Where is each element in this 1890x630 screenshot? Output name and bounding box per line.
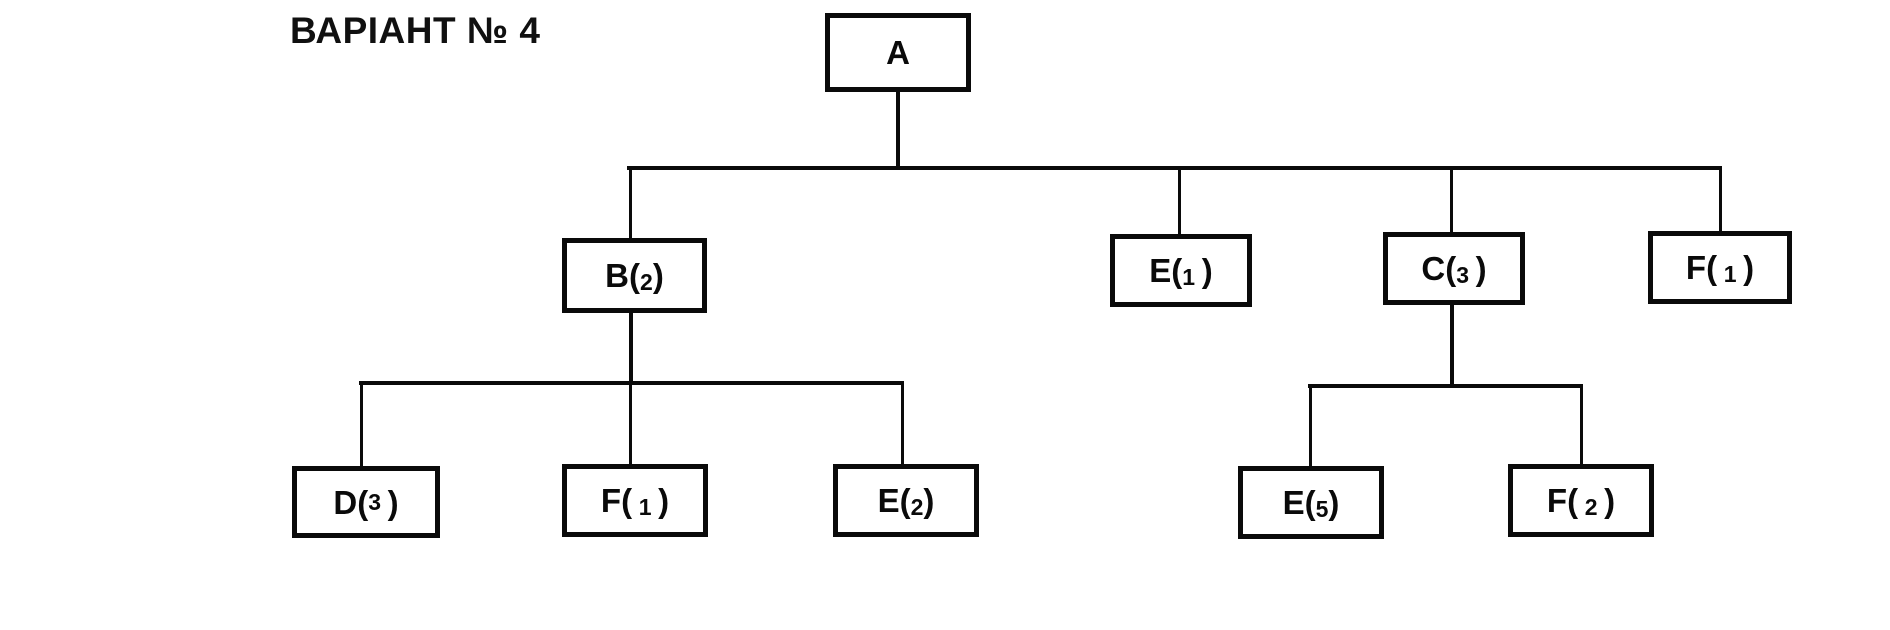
node-f1-bottom-label: F( 1 ) <box>600 482 670 520</box>
node-d3[interactable]: D(3 ) <box>292 466 440 538</box>
node-c3-label: C(3 ) <box>1421 250 1487 288</box>
page-title: ВАРІАНТ № 4 <box>290 10 541 51</box>
node-b2-label: B(2) <box>605 257 664 295</box>
node-a[interactable]: A <box>825 13 971 92</box>
connector-drop-f1r <box>1719 166 1722 233</box>
connector-c3-stem <box>1450 305 1454 388</box>
connector-drop-f2 <box>1580 384 1583 465</box>
connector-drop-d3 <box>360 381 363 467</box>
connector-drop-e1 <box>1178 166 1181 236</box>
node-f1-bottom[interactable]: F( 1 ) <box>562 464 708 537</box>
connector-b2-stem <box>629 313 633 385</box>
connector-drop-e5 <box>1309 384 1312 467</box>
node-f1-right-label: F( 1 ) <box>1685 249 1755 287</box>
node-e1[interactable]: E(1 ) <box>1110 234 1252 307</box>
node-e5-label: E(5) <box>1282 484 1340 522</box>
connector-bus-level1 <box>627 166 1722 170</box>
connector-drop-b2 <box>629 166 632 240</box>
connector-drop-f1b <box>629 381 632 465</box>
connector-a-stem <box>896 92 900 170</box>
node-f1-right[interactable]: F( 1 ) <box>1648 231 1792 304</box>
node-e2[interactable]: E(2) <box>833 464 979 537</box>
node-e2-label: E(2) <box>877 482 935 520</box>
node-e1-label: E(1 ) <box>1149 252 1213 290</box>
node-b2[interactable]: B(2) <box>562 238 707 313</box>
connector-drop-c3 <box>1450 166 1453 234</box>
connector-bus-c3-children <box>1308 384 1583 388</box>
node-f2-label: F( 2 ) <box>1546 482 1616 520</box>
node-f2[interactable]: F( 2 ) <box>1508 464 1654 537</box>
node-e5[interactable]: E(5) <box>1238 466 1384 539</box>
node-a-label: A <box>886 34 910 71</box>
node-d3-label: D(3 ) <box>333 483 399 521</box>
node-c3[interactable]: C(3 ) <box>1383 232 1525 305</box>
connector-drop-e2 <box>901 381 904 465</box>
